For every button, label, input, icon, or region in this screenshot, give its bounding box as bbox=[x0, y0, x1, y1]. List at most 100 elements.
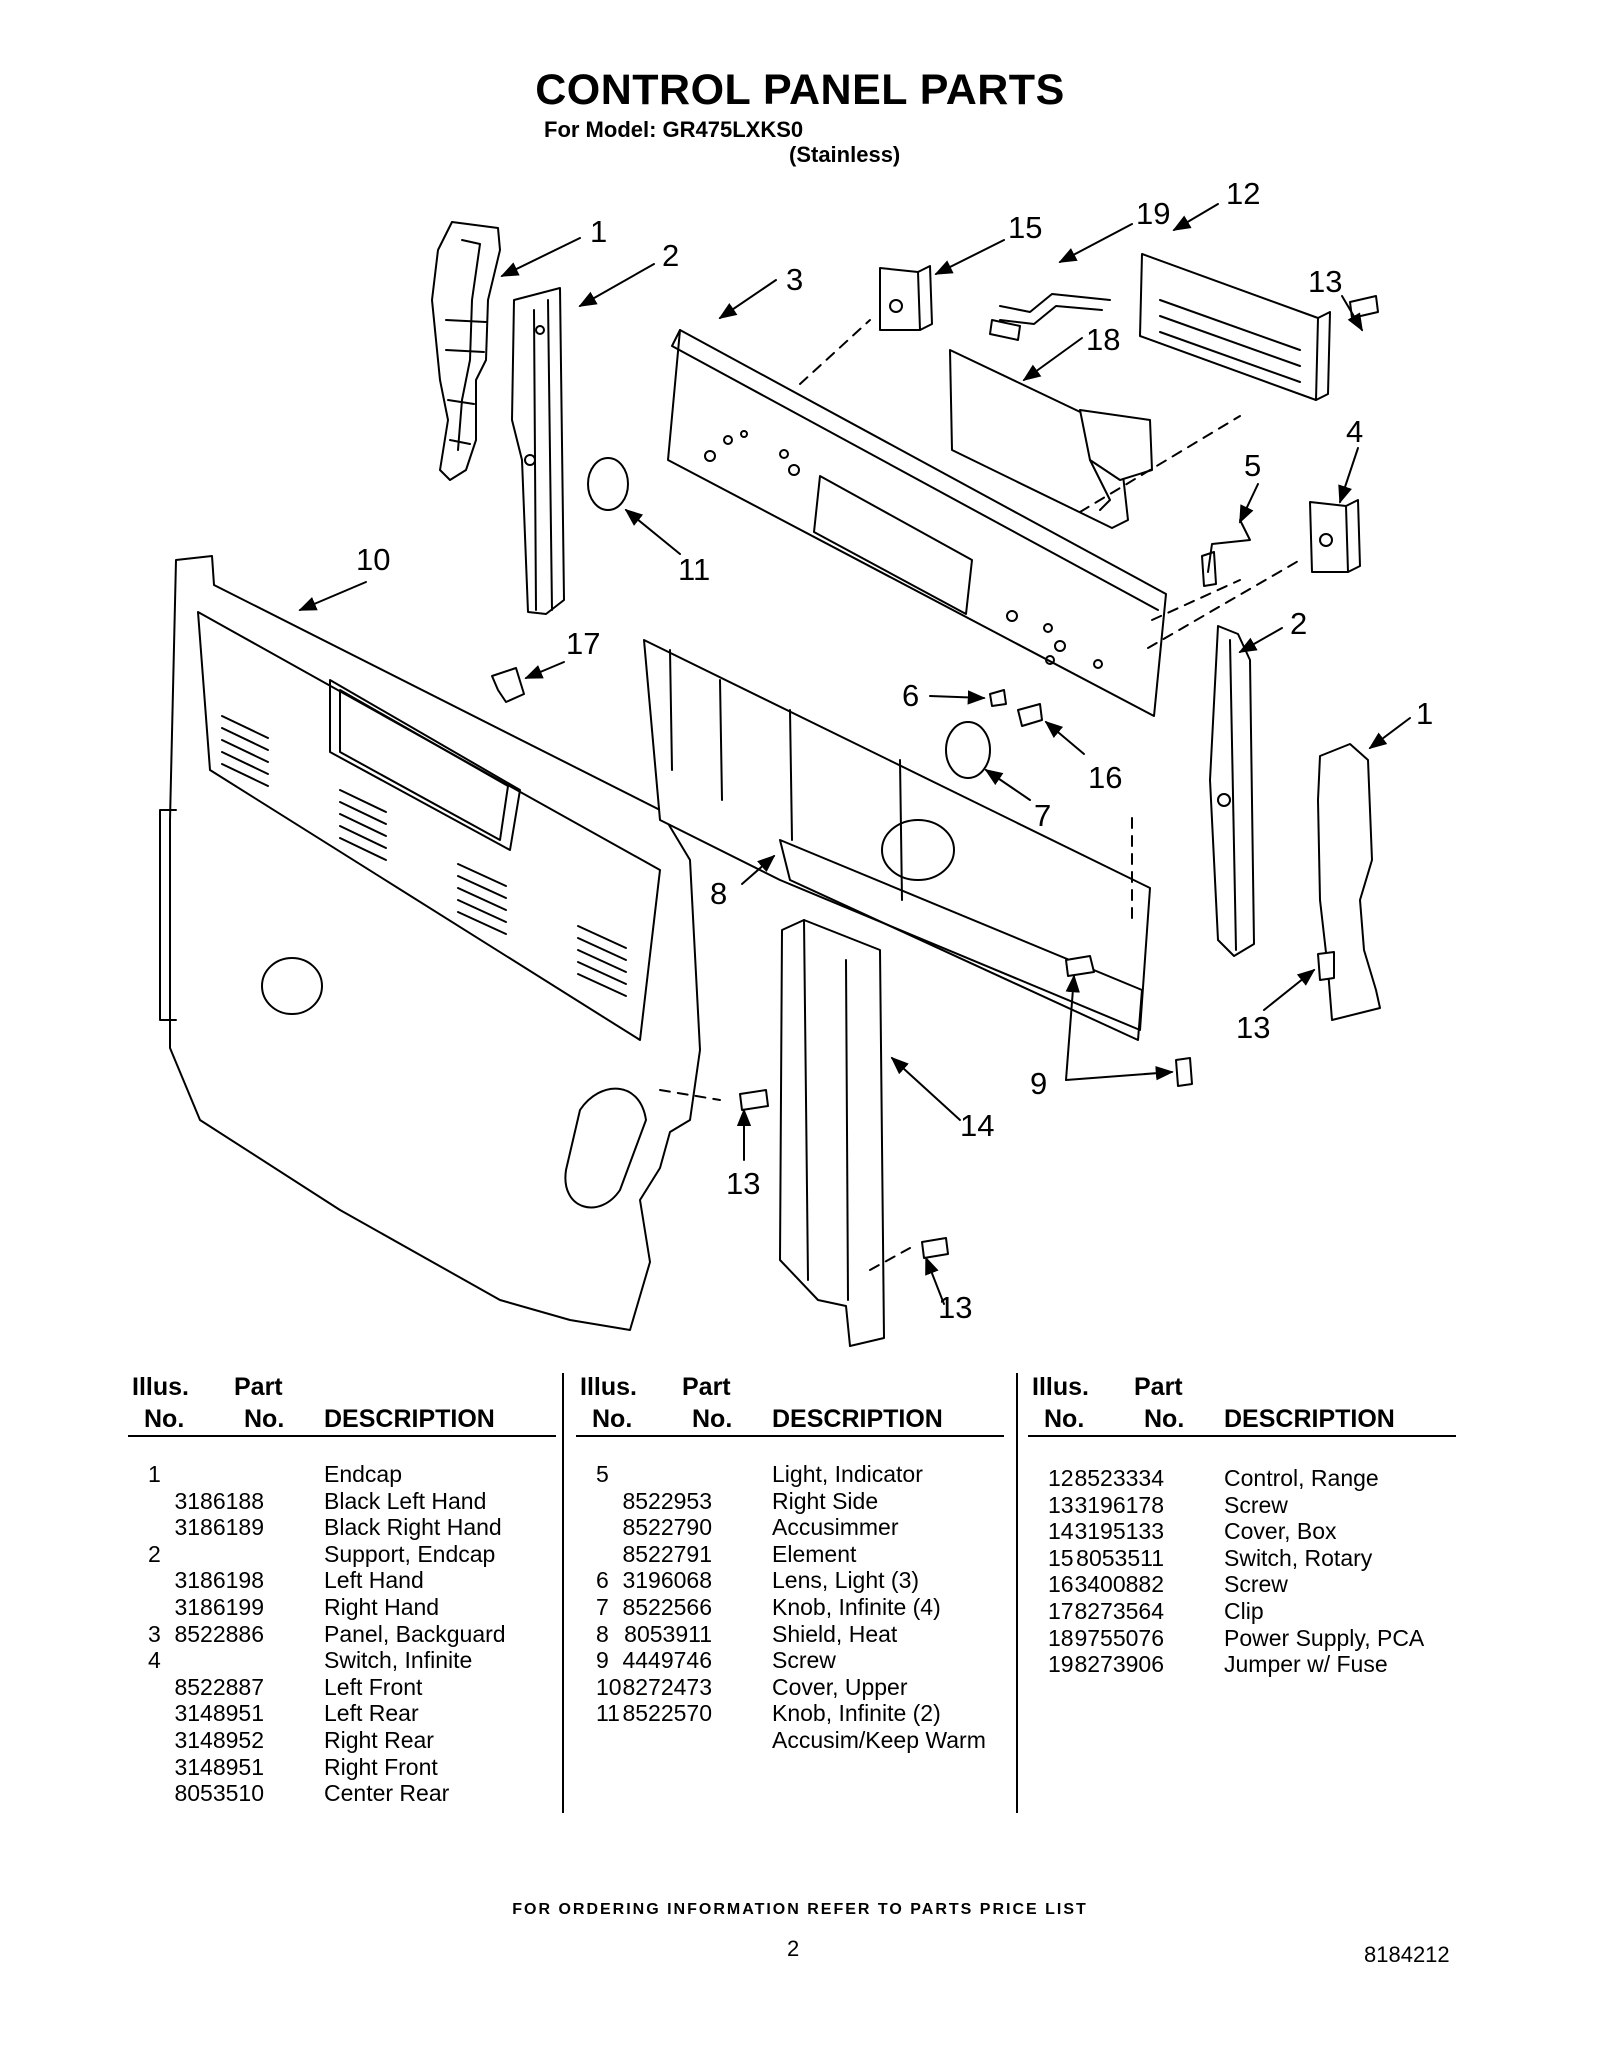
column-divider bbox=[562, 1373, 564, 1813]
model-line: For Model: GR475LXKS0 bbox=[544, 117, 804, 142]
callout-6: 6 bbox=[902, 678, 919, 713]
callout-1-right: 1 bbox=[1416, 696, 1433, 731]
description: Cover, Upper bbox=[772, 1673, 908, 1700]
illus-no: 14 bbox=[1048, 1518, 1074, 1545]
lens-light-drawing bbox=[989, 689, 1007, 707]
illus-no: 1 bbox=[148, 1461, 161, 1487]
part-no: 8523334 bbox=[1074, 1465, 1164, 1491]
ordering-footer: FOR ORDERING INFORMATION REFER TO PARTS … bbox=[512, 1901, 1088, 1918]
header-part: Part bbox=[234, 1373, 283, 1401]
part-no: 3195133 bbox=[1074, 1518, 1164, 1545]
screw-13a-drawing bbox=[1349, 295, 1379, 319]
header-part: Part bbox=[682, 1373, 731, 1401]
callout-2-right: 2 bbox=[1290, 606, 1307, 641]
header-rule bbox=[576, 1435, 1004, 1437]
support-left-drawing bbox=[511, 287, 565, 615]
exploded-parts-diagram: 1 2 3 15 19 12 13 18 4 5 11 10 17 2 6 1 … bbox=[159, 176, 1433, 1347]
screw-13c-drawing bbox=[739, 1089, 769, 1111]
part-no: 3196068 bbox=[622, 1567, 712, 1594]
header-description: DESCRIPTION bbox=[324, 1405, 495, 1433]
description: Left Front bbox=[324, 1673, 423, 1700]
description: Center Rear bbox=[324, 1780, 450, 1807]
part-no: 8273564 bbox=[1074, 1597, 1164, 1624]
cover-box-drawing bbox=[779, 919, 885, 1347]
illus-no: 5 bbox=[596, 1461, 609, 1487]
description: Black Right Hand bbox=[324, 1514, 502, 1541]
callout-8: 8 bbox=[710, 876, 727, 911]
power-supply-drawing bbox=[949, 349, 1153, 529]
header-description: DESCRIPTION bbox=[1224, 1405, 1395, 1433]
header-illus-no: No. bbox=[1044, 1405, 1085, 1433]
finish-line: (Stainless) bbox=[789, 142, 901, 167]
illus-no: 6 bbox=[596, 1567, 609, 1594]
description: Right Side bbox=[772, 1487, 879, 1514]
part-no: 8053911 bbox=[624, 1620, 712, 1647]
header-illus-no: No. bbox=[144, 1405, 185, 1433]
illus-no: 8 bbox=[596, 1620, 609, 1647]
description: Jumper w/ Fuse bbox=[1224, 1651, 1388, 1678]
callout-14: 14 bbox=[960, 1108, 994, 1143]
callout-13-bottom: 13 bbox=[938, 1290, 972, 1325]
part-no: 8522886 bbox=[174, 1620, 264, 1647]
illus-no: 12 bbox=[1048, 1465, 1074, 1491]
description: Switch, Rotary bbox=[1224, 1544, 1373, 1571]
illus-no: 15 bbox=[1048, 1544, 1074, 1571]
description: Right Hand bbox=[324, 1593, 440, 1620]
illus-no: 9 bbox=[596, 1647, 609, 1674]
callout-5: 5 bbox=[1244, 448, 1261, 483]
part-no: 4449746 bbox=[622, 1647, 712, 1674]
description: Knob, Infinite (2) bbox=[772, 1700, 941, 1727]
part-no: 3148951 bbox=[174, 1700, 264, 1727]
header-rule bbox=[128, 1435, 556, 1437]
header-description: DESCRIPTION bbox=[772, 1405, 943, 1433]
part-no: 8522790 bbox=[622, 1514, 712, 1541]
part-no: 8053511 bbox=[1076, 1544, 1164, 1571]
header-part-no: No. bbox=[692, 1405, 733, 1433]
part-no: 3196178 bbox=[1074, 1491, 1164, 1518]
description: Cover, Box bbox=[1224, 1518, 1337, 1545]
header-part-no: No. bbox=[1144, 1405, 1185, 1433]
callout-11: 11 bbox=[678, 552, 710, 587]
description: Light, Indicator bbox=[772, 1461, 923, 1487]
description: Panel, Backguard bbox=[324, 1620, 506, 1647]
header-rule bbox=[1028, 1435, 1456, 1437]
knob-left-drawing bbox=[587, 457, 629, 511]
description: Switch, Infinite bbox=[324, 1647, 473, 1674]
illus-no: 7 bbox=[596, 1593, 609, 1620]
page-number: 2 bbox=[787, 1936, 800, 1961]
table-header: Illus. No. Part No. DESCRIPTION bbox=[1028, 1373, 1478, 1433]
description: Left Rear bbox=[324, 1700, 419, 1727]
illus-no: 18 bbox=[1048, 1624, 1074, 1651]
screw-13d-drawing bbox=[921, 1237, 949, 1259]
illus-no: 11 bbox=[596, 1700, 620, 1727]
description: Control, Range bbox=[1224, 1465, 1379, 1491]
part-no: 3148951 bbox=[174, 1753, 264, 1780]
illus-no: 13 bbox=[1048, 1491, 1074, 1518]
screw-9b-drawing bbox=[1175, 1057, 1193, 1087]
column-divider bbox=[1016, 1373, 1018, 1813]
callout-17: 17 bbox=[566, 626, 600, 661]
endcap-left-drawing bbox=[431, 221, 501, 481]
part-no: 3186189 bbox=[174, 1514, 264, 1541]
knob-drawing bbox=[945, 721, 991, 779]
callout-10: 10 bbox=[356, 542, 390, 577]
heat-shield-drawing bbox=[643, 639, 1151, 1041]
screw-9a-drawing bbox=[1065, 955, 1095, 977]
description: Screw bbox=[772, 1647, 836, 1674]
callout-13-right: 13 bbox=[1236, 1010, 1270, 1045]
part-no: 8522566 bbox=[622, 1593, 712, 1620]
illus-no: 3 bbox=[148, 1620, 161, 1647]
description: Accusimmer bbox=[772, 1514, 899, 1541]
upper-cover-drawing bbox=[159, 555, 701, 1331]
header-part: Part bbox=[1134, 1373, 1183, 1401]
callout-7: 7 bbox=[1034, 798, 1051, 833]
clip-drawing bbox=[491, 667, 525, 703]
header-illus: Illus. bbox=[580, 1373, 637, 1401]
backguard-panel-drawing bbox=[667, 329, 1167, 717]
document-number: 8184212 bbox=[1364, 1942, 1450, 1967]
illus-no: 16 bbox=[1048, 1571, 1074, 1598]
